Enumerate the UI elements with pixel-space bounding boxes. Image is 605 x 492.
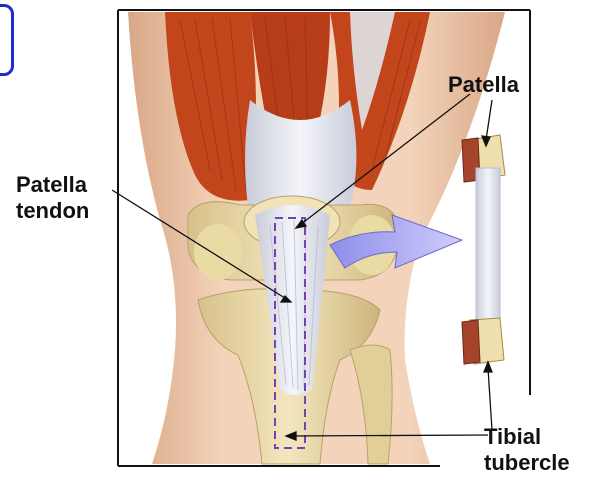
harvested-graft	[462, 135, 505, 364]
label-patella-tendon-line2: tendon	[16, 198, 89, 224]
label-tibial-tubercle: Tibial tubercle	[484, 424, 570, 476]
label-tibial-tubercle-line1: Tibial	[484, 424, 570, 450]
label-patella-tendon-line1: Patella	[16, 172, 89, 198]
label-patella-tendon: Patella tendon	[16, 172, 89, 224]
label-patella: Patella	[448, 72, 519, 98]
label-tibial-tubercle-line2: tubercle	[484, 450, 570, 476]
